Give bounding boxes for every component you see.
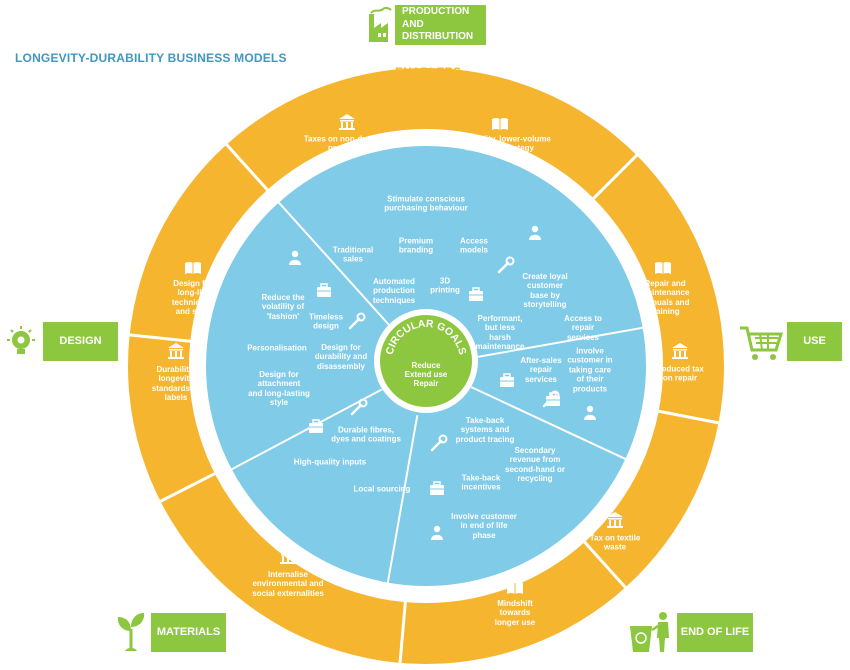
person-icon xyxy=(584,405,596,420)
enabler-divider xyxy=(222,140,274,197)
circular-goals-text: Reduce Extend use Repair xyxy=(404,361,448,389)
innovation-divider xyxy=(470,386,628,461)
sprout-icon xyxy=(117,613,145,651)
enabler-design-long-life: Design for long-life techniques and styl… xyxy=(171,279,215,317)
innovation-durable-fibres: Durable fibres, dyes and coatings xyxy=(331,425,401,444)
enabler-tax-textile-waste: Tax on textile waste xyxy=(589,533,641,552)
lightbulb-gear-icon xyxy=(7,326,35,354)
briefcase-icon xyxy=(317,283,331,297)
government-building-icon xyxy=(168,343,184,359)
briefcase-icon xyxy=(546,392,560,406)
enabler-durability-standards: Durability/ longevity standards or label… xyxy=(151,365,201,403)
factory-icon xyxy=(369,6,392,42)
briefcase-icon xyxy=(500,373,514,387)
wrench-icon xyxy=(348,312,366,330)
innovation-3d-printing: 3D printing xyxy=(430,276,460,295)
enabler-divider xyxy=(398,594,408,667)
stage-production-distribution: PRODUCTION AND DISTRIBUTION xyxy=(395,5,486,45)
innovation-access-repair: Access to repair services xyxy=(564,313,602,342)
innovation-loyal-customer-base: Create loyal customer base by storytelli… xyxy=(522,272,568,310)
enabler-divider xyxy=(156,469,222,505)
innovation-design-durability: Design for durability and disassembly xyxy=(314,342,368,371)
enabler-dividers xyxy=(125,140,723,667)
briefcase-icon xyxy=(309,419,323,433)
innovation-high-quality-inputs: High-quality inputs xyxy=(293,457,367,467)
book-icon xyxy=(655,262,671,274)
enabler-divider xyxy=(587,151,641,205)
shopping-cart-icon xyxy=(740,326,784,360)
stage-use: USE xyxy=(787,322,842,361)
innovation-performant-maintenance: Performant, but less harsh maintenance xyxy=(475,314,525,352)
innovation-personalisation: Personalisation xyxy=(247,343,307,353)
wrench-icon xyxy=(430,434,448,452)
innovation-take-back-systems: Take-back systems and product tracing xyxy=(455,415,515,444)
person-icon xyxy=(529,225,541,240)
enabler-repair-manuals: Repair and maintenance manuals and train… xyxy=(640,279,690,317)
stage-end-of-life: END OF LIFE xyxy=(677,613,753,652)
circular-goals-circle xyxy=(380,315,472,407)
government-building-icon xyxy=(280,548,296,564)
government-building-icon xyxy=(607,512,623,528)
person-icon xyxy=(431,525,443,540)
innovation-divider xyxy=(475,326,645,359)
innovation-conscious-purchasing: Stimulate conscious purchasing behaviour xyxy=(384,194,468,213)
enabler-divider xyxy=(651,408,723,426)
briefcase-icon xyxy=(469,287,483,301)
innovation-timeless-design: Timeless design xyxy=(308,312,344,331)
book-icon xyxy=(507,582,523,594)
page-title: LONGEVITY-DURABILITY BUSINESS MODELS xyxy=(15,51,287,65)
enabler-reduced-tax-repair: Reduced tax on repair xyxy=(656,364,704,383)
innovation-automated-production: Automated production techniques xyxy=(372,276,416,305)
innovation-heading: INNOVATION xyxy=(394,167,456,179)
innovation-access-models: Access models xyxy=(459,236,489,255)
enabler-divider xyxy=(578,535,630,592)
person-icon xyxy=(289,250,301,265)
innovation-local-sourcing: Local sourcing xyxy=(353,484,411,494)
enabler-high-quality-strategy: High-quality, lower-volume business stra… xyxy=(449,134,551,153)
innovation-design-attachment: Design for attachment and long-lasting s… xyxy=(248,370,310,408)
innovation-take-back-incentives: Take-back incentives xyxy=(461,473,501,492)
enabler-mindshift-longer-use: Mindshift towards longer use xyxy=(494,598,536,627)
enablers-heading: ENABLERS xyxy=(394,65,462,79)
enabler-internalise-externalities: Internalise environmental and social ext… xyxy=(252,569,324,598)
innovation-divider xyxy=(229,388,383,472)
wrench-icon xyxy=(497,256,515,274)
government-building-icon xyxy=(672,343,688,359)
briefcase-icon xyxy=(430,481,444,495)
stage-design: DESIGN xyxy=(43,322,118,361)
government-building-icon xyxy=(339,114,355,130)
book-icon xyxy=(185,262,201,274)
innovation-divider xyxy=(276,200,394,330)
innovation-traditional-sales: Traditional sales xyxy=(332,245,374,264)
recycling-person-icon xyxy=(630,612,669,652)
innovation-involve-customer-eol: Involve customer in end of life phase xyxy=(451,511,517,540)
innovation-divider xyxy=(386,415,419,585)
innovation-reduce-fashion-volatility: Reduce the volatility of 'fashion' xyxy=(261,292,305,321)
enabler-taxes-non-durable: Taxes on non-durable products xyxy=(303,134,387,153)
innovation-involve-customer-care: Involve customer in taking care of their… xyxy=(567,346,613,394)
stage-materials: MATERIALS xyxy=(151,613,226,652)
wrench-icon xyxy=(350,398,368,416)
innovation-after-sales-repair: After-sales repair services xyxy=(520,355,562,384)
enabler-divider xyxy=(125,332,198,344)
innovation-dividers xyxy=(229,200,645,585)
innovation-premium-branding: Premium branding xyxy=(398,236,434,255)
book-icon xyxy=(492,118,508,130)
innovation-secondary-revenue: Secondary revenue from second-hand or re… xyxy=(504,446,566,484)
